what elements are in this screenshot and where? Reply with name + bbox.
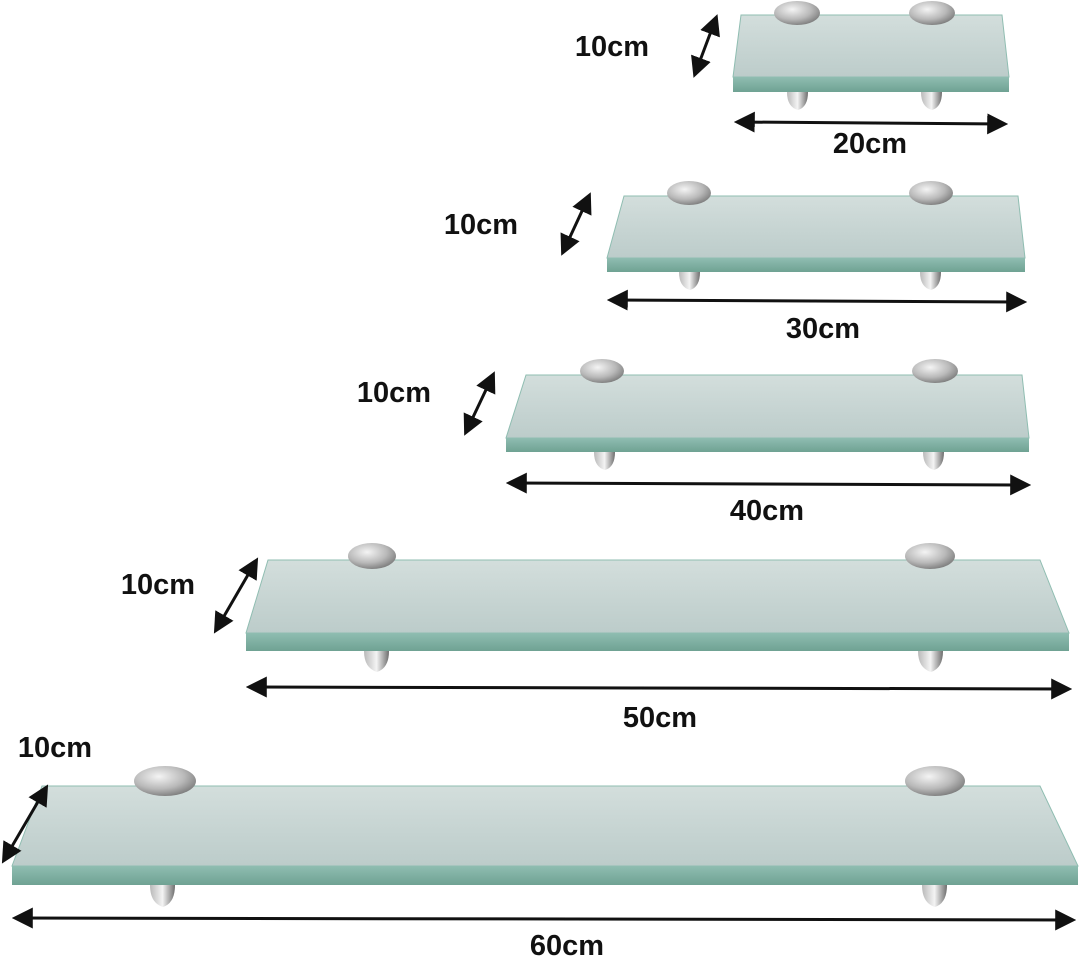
bracket-cap (348, 543, 396, 569)
depth-arrow (691, 14, 720, 78)
bracket-cap (909, 181, 953, 205)
bracket-support (594, 452, 615, 470)
length-arrow (606, 289, 1028, 313)
bracket-support (921, 92, 942, 110)
length-label: 20cm (833, 128, 907, 160)
depth-label: 10cm (444, 209, 518, 241)
shelf-50cm: 50cm 10cm (121, 543, 1073, 734)
shelf-glass-edge (506, 438, 1029, 452)
bracket-support (787, 92, 808, 110)
shelf-glass (11, 785, 1079, 885)
bracket-support (150, 885, 175, 907)
length-label: 60cm (530, 930, 604, 961)
shelf-glass (505, 374, 1030, 452)
bracket-cap (667, 181, 711, 205)
bracket-cap (905, 766, 965, 796)
shelf-glass-top (732, 14, 1010, 78)
bracket-left (580, 359, 624, 470)
bracket-support (679, 272, 700, 290)
bracket-left (348, 543, 396, 672)
depth-label: 10cm (575, 31, 649, 63)
bracket-cap (580, 359, 624, 383)
depth-arrow (213, 557, 259, 634)
bracket-cap (912, 359, 958, 383)
shelf-glass-edge (733, 77, 1009, 92)
shelf-40cm: 40cm 10cm (357, 359, 1032, 527)
depth-arrow (463, 371, 496, 436)
bracket-support (918, 651, 943, 672)
shelf-glass-edge (12, 866, 1078, 885)
shelf-30cm: 30cm 10cm (444, 181, 1028, 345)
bracket-right (905, 766, 965, 907)
shelf-glass (732, 14, 1010, 92)
depth-label: 10cm (18, 732, 92, 764)
shelf-glass-edge (246, 633, 1069, 651)
shelf-glass-edge (607, 258, 1025, 272)
bracket-right (909, 181, 953, 290)
shelf-glass-top (606, 195, 1026, 259)
bracket-right (905, 543, 955, 672)
depth-arrow (560, 192, 592, 256)
bracket-cap (905, 543, 955, 569)
bracket-support (923, 452, 944, 470)
shelf-glass-top (245, 559, 1070, 634)
bracket-left (134, 766, 196, 907)
bracket-left (667, 181, 711, 290)
bracket-right (909, 1, 955, 110)
bracket-cap (134, 766, 196, 796)
length-label: 40cm (730, 495, 804, 527)
depth-label: 10cm (121, 569, 195, 601)
shelf-glass-top (11, 785, 1079, 867)
bracket-left (774, 1, 820, 110)
shelf-glass (606, 195, 1026, 272)
shelf-60cm: 60cm 10cm (1, 732, 1079, 961)
shelf-20cm: 20cm 10cm (575, 1, 1010, 160)
bracket-cap (774, 1, 820, 25)
bracket-support (922, 885, 947, 907)
shelf-glass-top (505, 374, 1030, 439)
length-arrow (505, 472, 1032, 496)
bracket-cap (909, 1, 955, 25)
length-arrow (11, 907, 1077, 931)
length-label: 30cm (786, 313, 860, 345)
length-label: 50cm (623, 702, 697, 734)
depth-arrow (1, 784, 49, 864)
shelf-glass (245, 559, 1070, 651)
length-arrow (245, 676, 1073, 700)
depth-label: 10cm (357, 377, 431, 409)
bracket-right (912, 359, 958, 470)
length-arrow (733, 111, 1009, 135)
bracket-support (920, 272, 941, 290)
bracket-support (364, 651, 389, 672)
